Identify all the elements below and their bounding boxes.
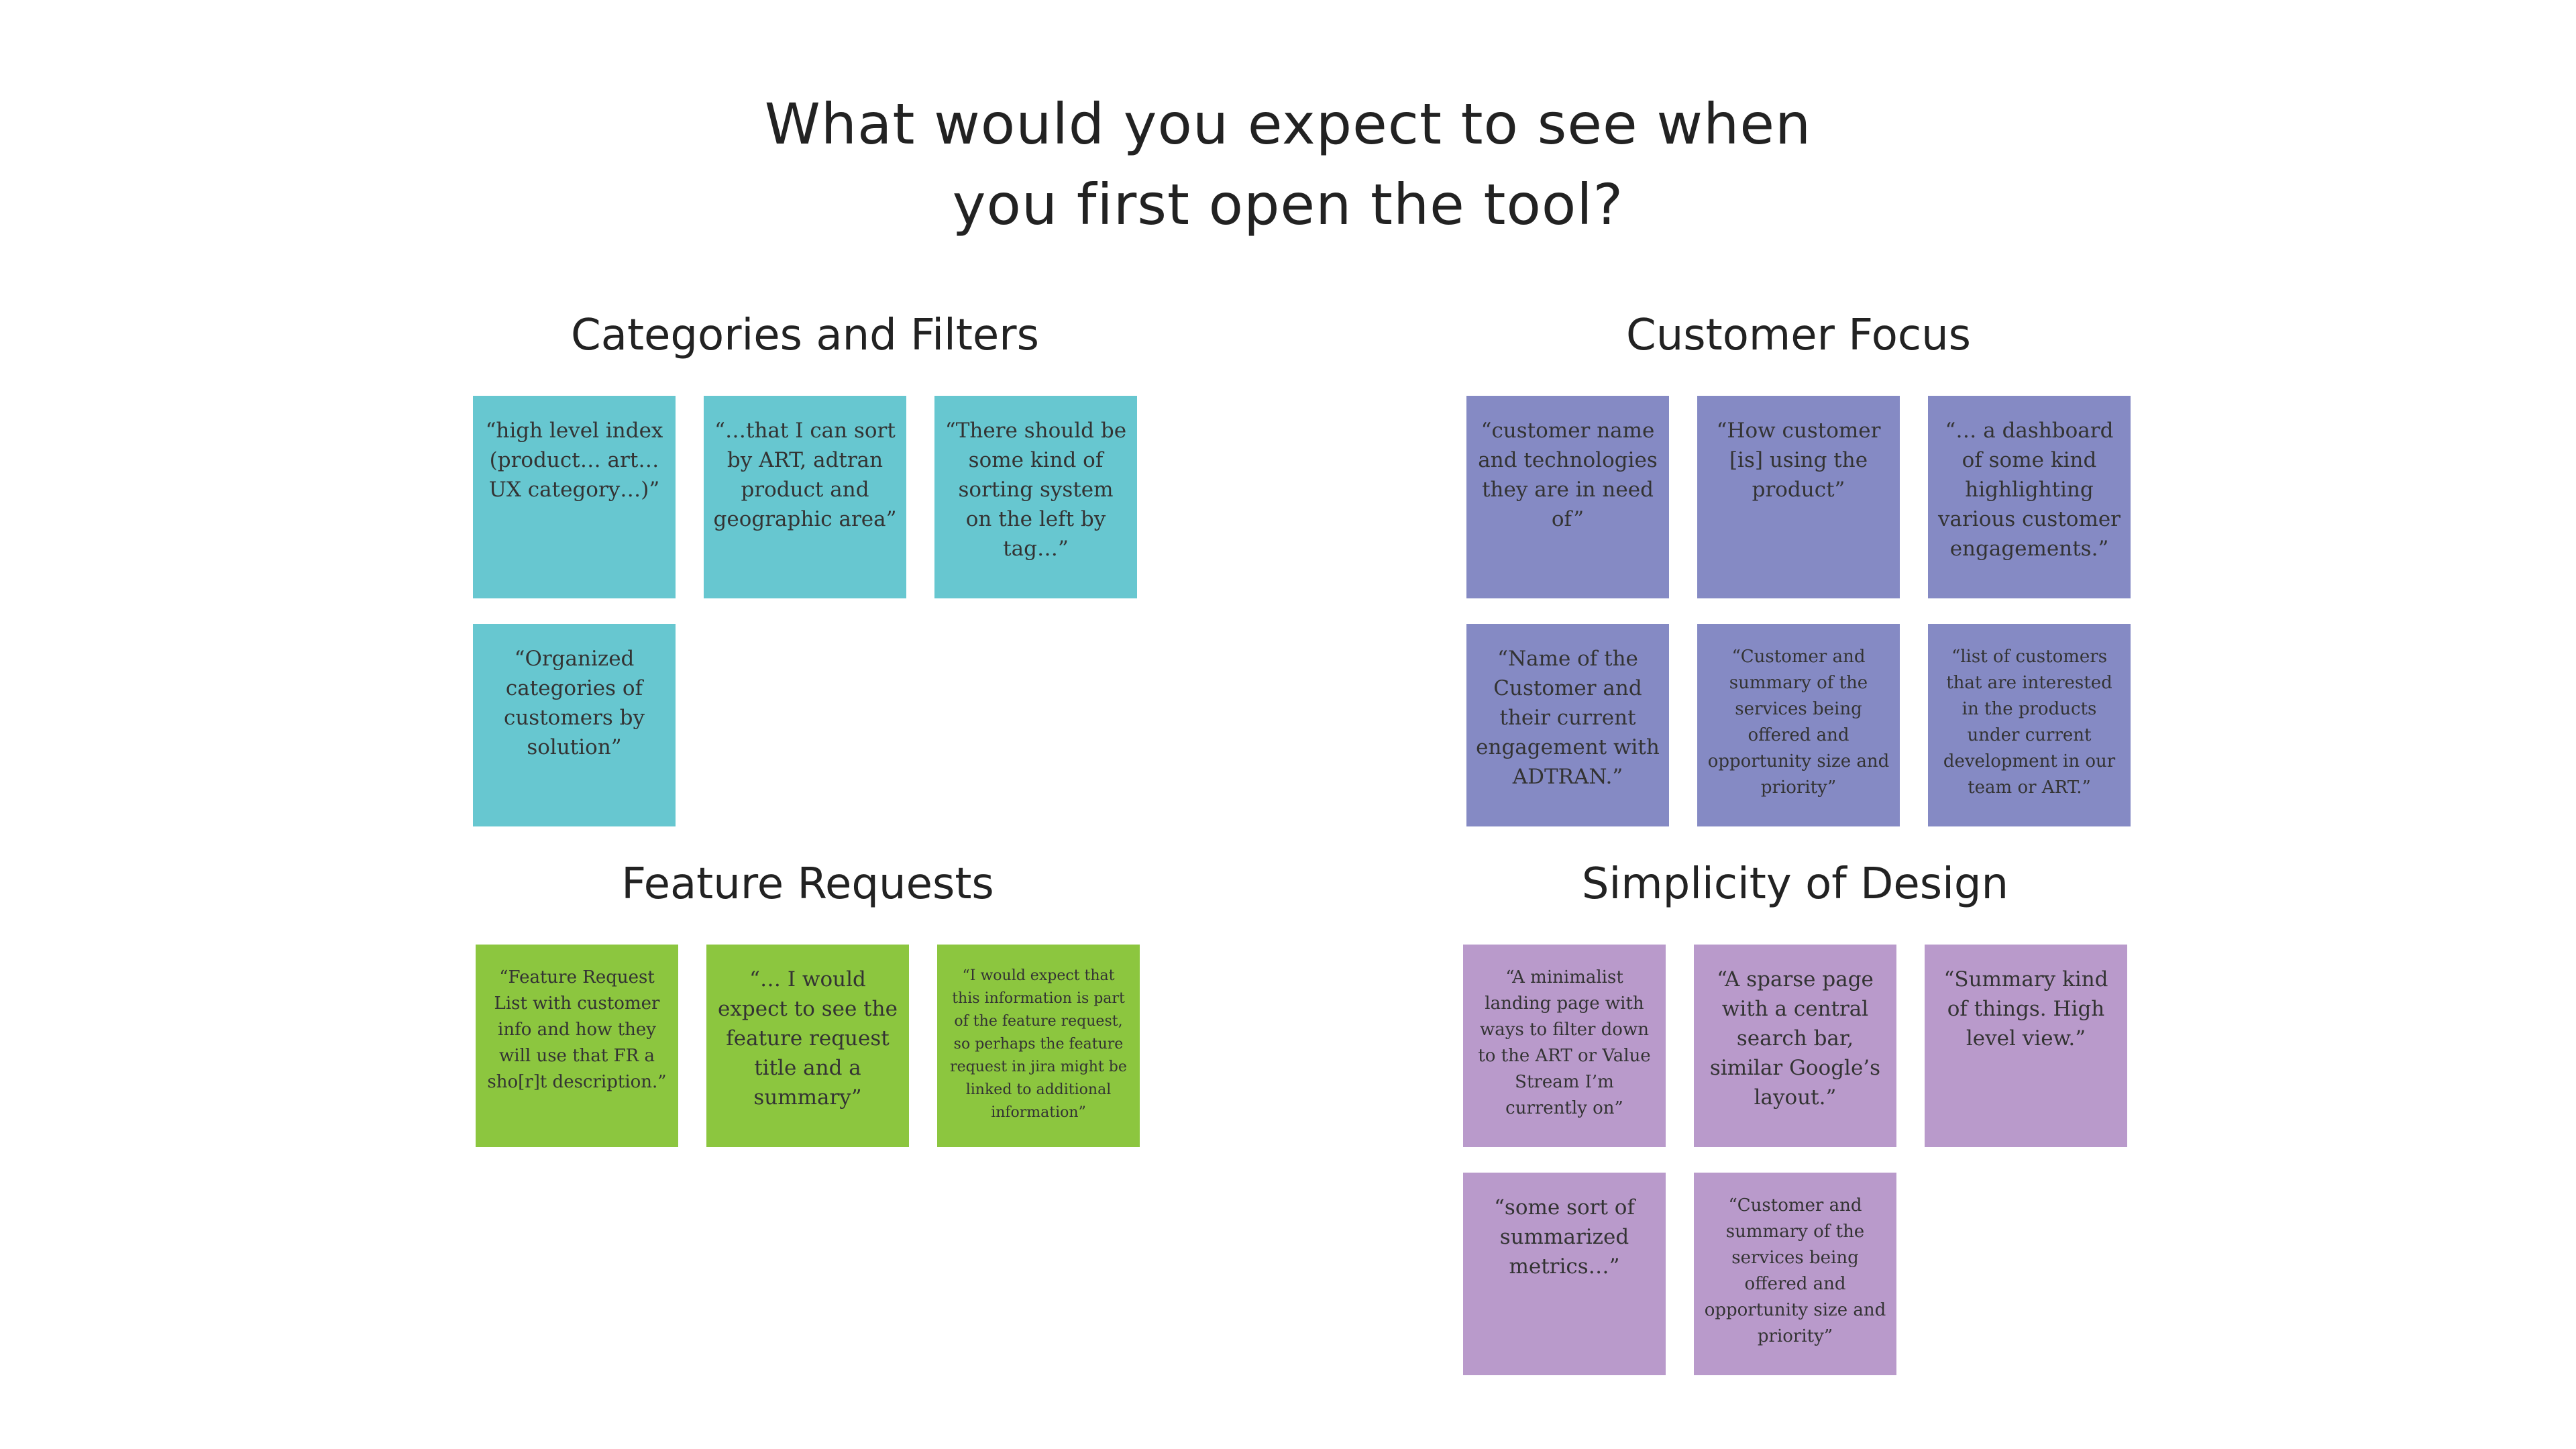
board-title: What would you expect to see when you fi… bbox=[0, 84, 2576, 245]
sticky-note[interactable]: “list of customers that are interested i… bbox=[1928, 624, 2131, 826]
board-title-line-1: What would you expect to see when bbox=[764, 91, 1812, 157]
group-simplicity-of-design: Simplicity of Design “A minimalist landi… bbox=[1443, 851, 2147, 1375]
group-title-customer: Customer Focus bbox=[1626, 311, 1971, 360]
sticky-note[interactable]: “There should be some kind of sorting sy… bbox=[934, 396, 1137, 598]
sticky-note[interactable]: “Customer and summary of the services be… bbox=[1694, 1173, 1896, 1375]
sticky-note[interactable]: “high level index (product… art… UX cate… bbox=[473, 396, 676, 598]
sticky-note[interactable]: “How customer [is] using the product” bbox=[1697, 396, 1900, 598]
sticky-note[interactable]: “…that I can sort by ART, adtran product… bbox=[704, 396, 906, 598]
sticky-note[interactable]: “Customer and summary of the services be… bbox=[1697, 624, 1900, 826]
group-title-simplicity: Simplicity of Design bbox=[1581, 859, 2009, 909]
group-customer-focus: Customer Focus “customer name and techno… bbox=[1446, 302, 2151, 826]
group-categories-and-filters: Categories and Filters “high level index… bbox=[453, 302, 1157, 826]
notes-grid-feature: “Feature Request List with customer info… bbox=[455, 945, 1160, 1147]
sticky-note[interactable]: “A sparse page with a central search bar… bbox=[1694, 945, 1896, 1147]
sticky-note[interactable]: “customer name and technologies they are… bbox=[1466, 396, 1669, 598]
board-title-line-2: you first open the tool? bbox=[952, 172, 1624, 237]
group-title-feature: Feature Requests bbox=[621, 859, 994, 909]
sticky-note[interactable]: “Organized categories of customers by so… bbox=[473, 624, 676, 826]
sticky-note[interactable]: “some sort of summarized metrics…” bbox=[1463, 1173, 1666, 1375]
sticky-note[interactable]: “Name of the Customer and their current … bbox=[1466, 624, 1669, 826]
sticky-note[interactable]: “Summary kind of things. High level view… bbox=[1925, 945, 2127, 1147]
group-feature-requests: Feature Requests “Feature Request List w… bbox=[455, 851, 1160, 1147]
notes-grid-categories: “high level index (product… art… UX cate… bbox=[453, 396, 1157, 826]
group-title-categories: Categories and Filters bbox=[571, 311, 1039, 360]
sticky-note[interactable]: “I would expect that this information is… bbox=[937, 945, 1140, 1147]
sticky-note[interactable]: “Feature Request List with customer info… bbox=[476, 945, 678, 1147]
notes-grid-simplicity: “A minimalist landing page with ways to … bbox=[1443, 945, 2147, 1375]
notes-grid-customer: “customer name and technologies they are… bbox=[1446, 396, 2151, 826]
sticky-note[interactable]: “… a dashboard of some kind highlighting… bbox=[1928, 396, 2131, 598]
sticky-note[interactable]: “… I would expect to see the feature req… bbox=[706, 945, 909, 1147]
sticky-note[interactable]: “A minimalist landing page with ways to … bbox=[1463, 945, 1666, 1147]
